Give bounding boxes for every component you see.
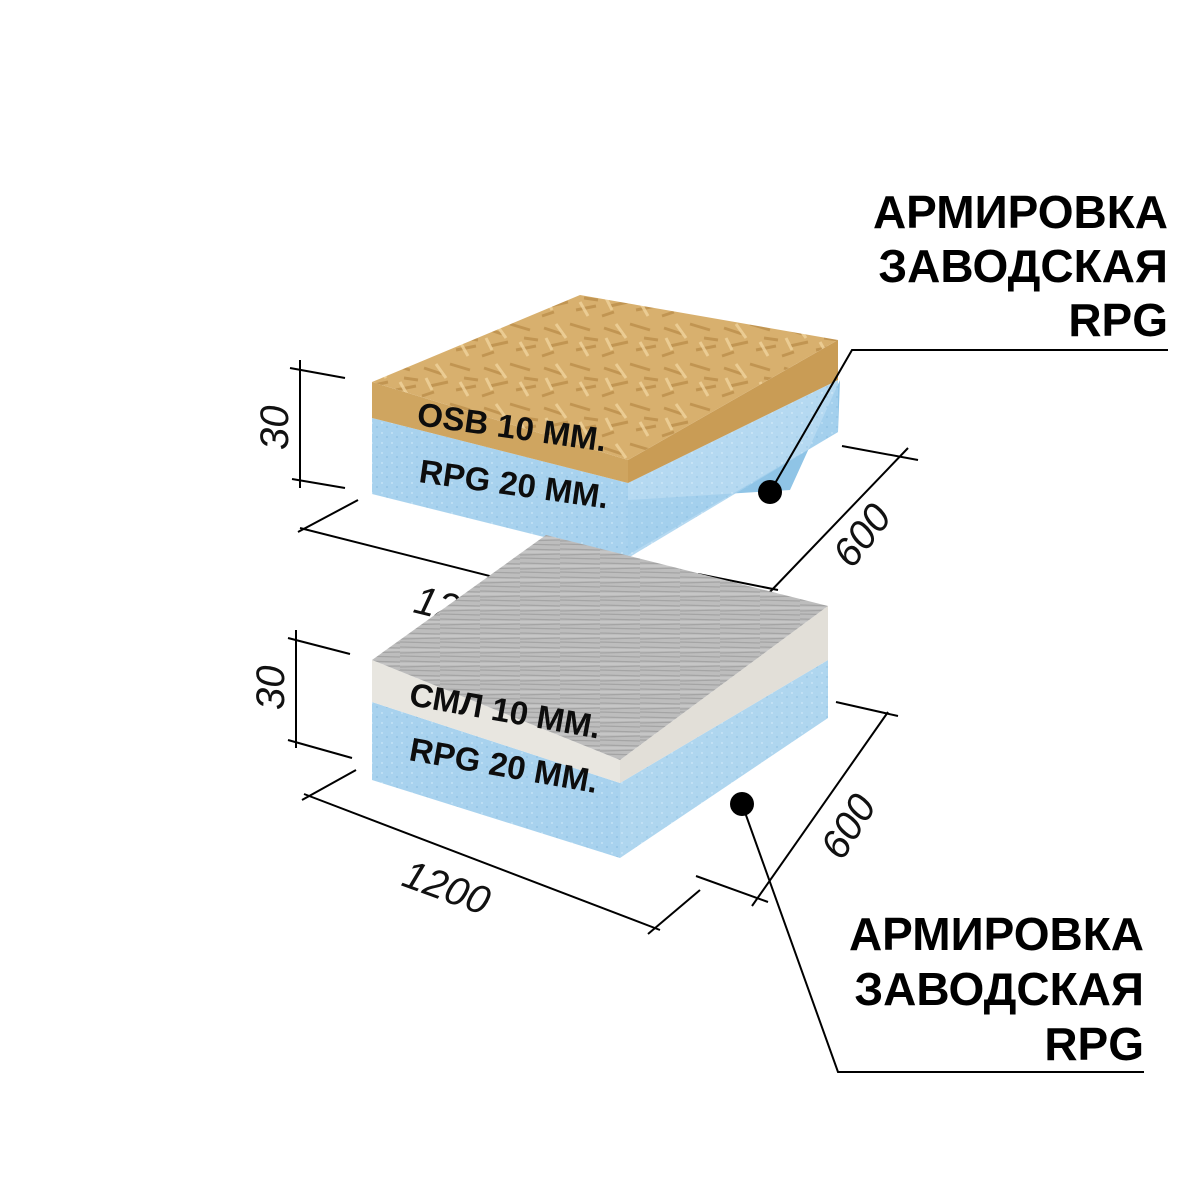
sml-front-side <box>372 660 620 783</box>
osb-width-label: 600 <box>824 496 900 576</box>
sml-foam-right-face <box>620 660 828 858</box>
sml-callout-line-1: АРМИРОВКА <box>849 908 1144 960</box>
osb-panel: OSB 10 ММ. RPG 20 ММ. 30 1200 600 АР <box>253 186 1168 642</box>
sml-thickness-dimension: 30 <box>249 630 353 759</box>
sml-panel: СМЛ 10 ММ. RPG 20 ММ. 30 1200 600 АР <box>249 535 1144 1073</box>
sml-right-side <box>620 606 828 783</box>
sml-thickness-label: 30 <box>249 666 293 711</box>
osb-top-face <box>372 295 838 460</box>
osb-foam-front-face <box>372 418 628 558</box>
osb-front-side <box>372 382 628 483</box>
sml-length-label: 1200 <box>397 852 496 924</box>
osb-callout-line-3: RPG <box>1068 294 1168 346</box>
osb-callout-line-1: АРМИРОВКА <box>873 186 1168 238</box>
osb-foam-right-face-fill <box>628 380 838 558</box>
osb-callout-line-2: ЗАВОДСКАЯ <box>878 240 1168 292</box>
sml-callout-line-2: ЗАВОДСКАЯ <box>854 963 1144 1015</box>
osb-callout: АРМИРОВКА ЗАВОДСКАЯ RPG <box>758 186 1168 504</box>
sml-callout: АРМИРОВКА ЗАВОДСКАЯ RPG <box>730 792 1144 1073</box>
osb-thickness-label: 30 <box>253 406 297 451</box>
osb-thickness-dimension: 30 <box>253 360 346 489</box>
sml-width-label: 600 <box>812 787 885 867</box>
osb-right-side <box>628 340 838 483</box>
sml-callout-line-3: RPG <box>1044 1018 1144 1070</box>
sml-foam-front-face <box>372 702 620 858</box>
sml-top-face <box>372 535 828 760</box>
